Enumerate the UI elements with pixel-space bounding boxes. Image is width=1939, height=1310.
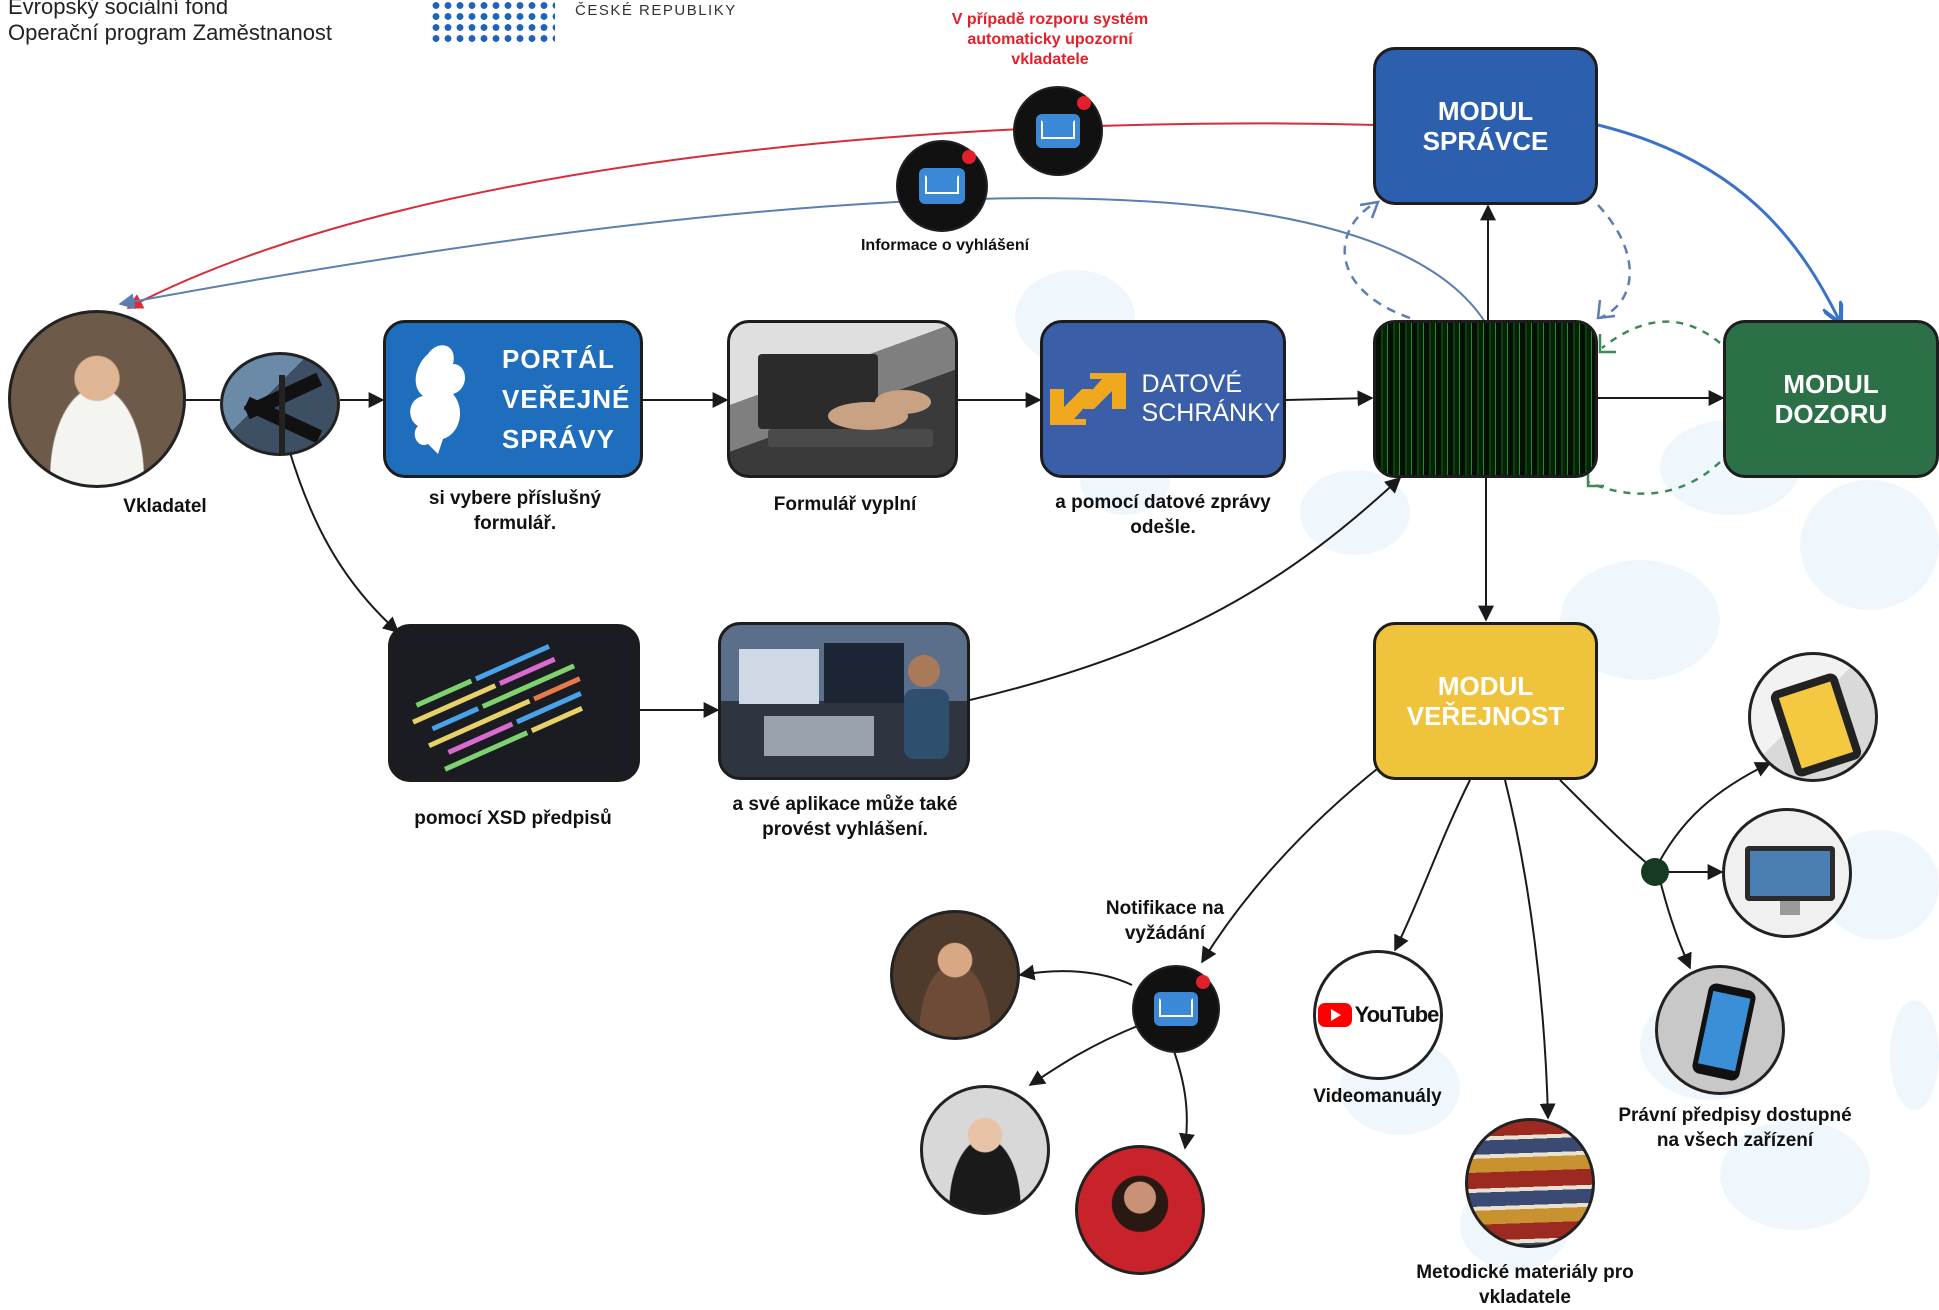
edge-verejnost-books [1504, 779, 1556, 1120]
monitor-photo [1722, 808, 1852, 938]
edge-dash-blue-left [1343, 201, 1411, 320]
czech-lion-icon [410, 345, 466, 454]
developer-app-image [718, 622, 970, 780]
esf-text: Evropský sociální fond Operační program … [8, 0, 332, 46]
edge-red-warning [126, 122, 1379, 309]
badge-dot [1077, 96, 1091, 110]
vkladatel-photo [8, 310, 186, 488]
person-blazer-photo [920, 1085, 1050, 1215]
label-datove-zpravy: a pomocí datové zprávy odešle. [1055, 492, 1271, 538]
person-glasses-photo [890, 910, 1020, 1040]
edge-mail-person1 [1018, 964, 1133, 986]
mail-bubble-notifikace[interactable] [1132, 965, 1220, 1053]
mail-icon [1035, 113, 1081, 149]
edge-dash-blue-right [1597, 204, 1631, 320]
edge-hub-tablet [1654, 762, 1772, 871]
label-notifikace: Notifikace na vyžádání [1105, 898, 1225, 944]
modul-spravce-label: MODUL SPRÁVCE [1422, 96, 1549, 156]
phone-photo [1655, 965, 1785, 1095]
modul-spravce[interactable]: MODUL SPRÁVCE [1373, 47, 1598, 205]
bg-blob [1720, 1120, 1870, 1230]
edge-dash-blue-right-head [1596, 299, 1616, 320]
tablet-photo [1748, 652, 1878, 782]
edge-dash-green-top-head [1598, 334, 1616, 354]
laptop-form-image [727, 320, 958, 478]
label-videomanualy: Videomanuály [1313, 1086, 1442, 1107]
edge-dash-green-top [1601, 320, 1721, 349]
youtube-wordmark: YouTube [1354, 1002, 1440, 1027]
esf-line1: Evropský sociální fond [8, 0, 229, 19]
label-formular: Formulář vyplní [773, 494, 917, 515]
label-xsd: pomocí XSD předpisů [414, 808, 612, 829]
ministry-logo-dots [430, 0, 555, 44]
edge-blue-informace [118, 197, 1486, 323]
bg-blob [1800, 480, 1939, 610]
edge-mail-person3 [1169, 1039, 1195, 1150]
bg-blob [1890, 1000, 1939, 1110]
modul-verejnost[interactable]: MODUL VEŘEJNOST [1373, 622, 1598, 780]
modul-verejnost-label: MODUL VEŘEJNOST [1406, 671, 1565, 731]
mail-icon [1154, 992, 1198, 1026]
street-sign-photo [220, 352, 340, 456]
edge-dash-green-bottom [1587, 461, 1721, 495]
esf-line2: Operační program Zaměstnanost [8, 20, 333, 45]
mail-icon [919, 168, 965, 204]
books-photo [1465, 1118, 1595, 1248]
edge-sign-xsd [287, 445, 400, 634]
label-aplikace: a své aplikace může také provést vyhláše… [732, 794, 958, 840]
person-woman-photo [1075, 1145, 1205, 1275]
tablet-icon [1770, 673, 1862, 777]
edge-datove-matrix [1285, 390, 1374, 407]
modul-dozoru-label: MODUL DOZORU [1774, 369, 1888, 429]
label-pravni: Právní předpisy dostupné na všech zaříze… [1618, 1105, 1852, 1151]
badge-dot [962, 150, 976, 164]
edge-spravce-dozor [1597, 123, 1840, 322]
hub-dot [1641, 858, 1669, 886]
warning-text: V případě rozporu systém automaticky upo… [951, 11, 1149, 68]
edge-verejnost-hub [1559, 779, 1656, 871]
code-lines-icon [412, 644, 584, 772]
label-vkladatel: Vkladatel [123, 496, 207, 517]
ministry-logo-text: ČESKÉ REPUBLIKY [575, 2, 737, 19]
mail-bubble-warning [1013, 86, 1103, 176]
label-vybere: si vybere příslušný formulář. [428, 488, 602, 534]
edge-dash-green-bottom-head [1586, 470, 1604, 488]
datove-text: DATOVÉ SCHRÁNKY [1141, 370, 1281, 427]
datove-schranky[interactable]: DATOVÉ SCHRÁNKY [1040, 320, 1286, 478]
edge-verejnost-youtube [1394, 779, 1471, 952]
monitor-icon [1745, 846, 1835, 915]
matrix-system[interactable] [1373, 320, 1598, 478]
mail-bubble-informace [896, 140, 988, 232]
laptop-hands-icon [757, 354, 933, 447]
youtube-logo: YouTube [1317, 1002, 1440, 1028]
modul-dozoru[interactable]: MODUL DOZORU [1723, 320, 1939, 478]
edge-hub-phone [1659, 879, 1692, 970]
datove-schranky-logo [1049, 373, 1126, 425]
developer-workstation-icon [739, 643, 949, 759]
edge-verejnost-notifikace [1201, 764, 1383, 964]
portal-text: PORTÁL VEŘEJNÉ SPRÁVY [502, 344, 631, 454]
edge-app-matrix [969, 476, 1402, 701]
badge-dot [1196, 975, 1210, 989]
xsd-code-image [388, 624, 640, 782]
youtube-play-icon [1317, 1003, 1352, 1027]
edge-dash-blue-left-head [1359, 200, 1380, 219]
smartphone-icon [1692, 983, 1756, 1081]
one-way-sign-icon [243, 372, 323, 453]
label-metodicke: Metodické materiály pro vkladatele [1416, 1262, 1634, 1308]
label-informace: Informace o vyhlášení [860, 237, 1030, 254]
youtube-circle[interactable]: YouTube [1313, 950, 1443, 1080]
portal-verejne-spravy[interactable]: PORTÁL VEŘEJNÉ SPRÁVY [383, 320, 643, 478]
edge-mail-person2 [1028, 1024, 1141, 1086]
